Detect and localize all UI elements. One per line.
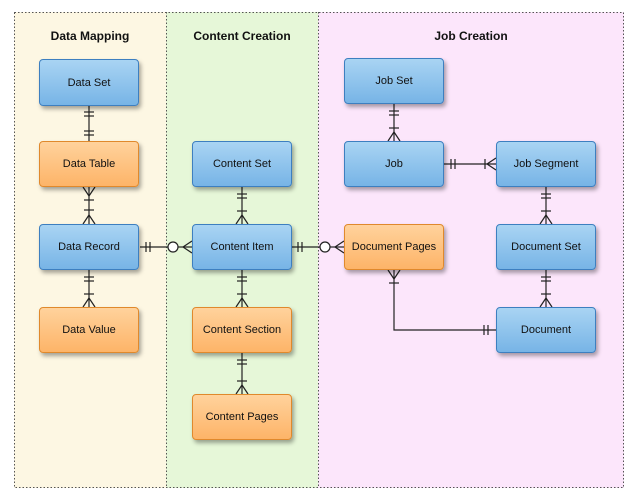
rel-contentsection-contentpages [235,353,249,395]
rel-jobset-job [387,104,401,142]
entity-document-set[interactable]: Document Set [496,224,596,270]
rel-documentset-document [539,270,553,308]
entity-job-set[interactable]: Job Set [344,58,444,104]
entity-job[interactable]: Job [344,141,444,187]
entity-content-set[interactable]: Content Set [192,141,292,187]
rel-contentset-contentitem [235,187,249,225]
entity-data-table[interactable]: Data Table [39,141,139,187]
entity-content-section[interactable]: Content Section [192,307,292,353]
rel-datatable-datarecord [82,186,96,225]
rel-jobsegment-documentset [539,187,553,225]
lane-title-job-creation: Job Creation [434,29,508,43]
rel-dataset-datatable [84,106,94,141]
rel-job-jobsegment [444,157,497,171]
rel-datarecord-datavalue [82,270,96,308]
entity-data-value[interactable]: Data Value [39,307,139,353]
rel-contentitem-documentpages [292,240,345,254]
entity-data-record[interactable]: Data Record [39,224,139,270]
entity-data-set[interactable]: Data Set [39,59,139,106]
rel-datarecord-contentitem [140,240,193,254]
entity-content-item[interactable]: Content Item [192,224,292,270]
entity-document-pages[interactable]: Document Pages [344,224,444,270]
entity-content-pages[interactable]: Content Pages [192,394,292,440]
rel-contentitem-contentsection [235,270,249,308]
lane-title-content-creation: Content Creation [193,29,291,43]
rel-document-documentpages [387,269,496,335]
entity-document[interactable]: Document [496,307,596,353]
lane-title-data-mapping: Data Mapping [50,29,130,43]
entity-job-segment[interactable]: Job Segment [496,141,596,187]
